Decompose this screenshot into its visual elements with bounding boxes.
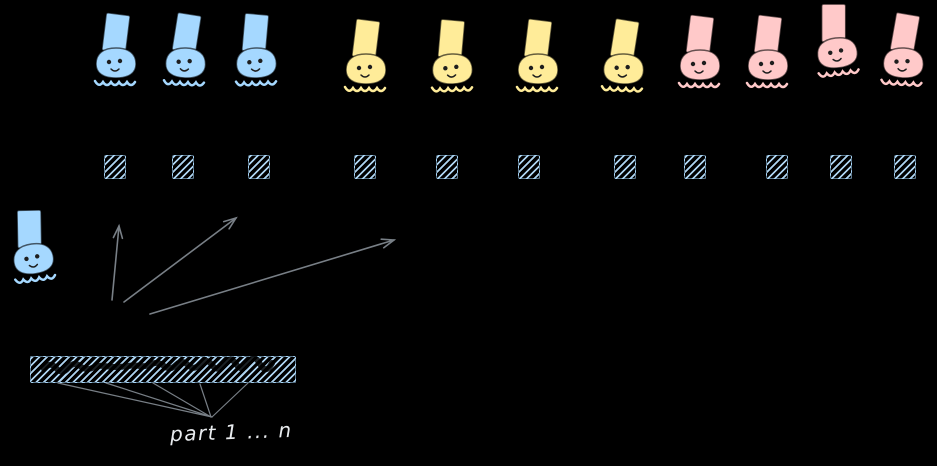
worker-icon [340, 17, 392, 98]
worker-icon [229, 10, 284, 93]
worker-icon [674, 13, 726, 94]
worker-icon [805, 0, 866, 85]
worker-icon [425, 16, 480, 99]
data-chunk-square [354, 155, 376, 179]
worker-icon [742, 13, 794, 94]
worker-group-blue [90, 10, 284, 93]
data-chunk-square [104, 155, 126, 179]
distribution-arrows [111, 216, 397, 315]
worker-group-pink [674, 0, 932, 94]
source-worker-icon [1, 205, 64, 291]
data-chunk-square [894, 155, 916, 179]
data-chunk-square [248, 155, 270, 179]
data-chunk-square [830, 155, 852, 179]
data-chunk-square [436, 155, 458, 179]
data-chunk-square [766, 155, 788, 179]
worker-icon [876, 10, 932, 94]
data-chunk-square [518, 155, 540, 179]
data-bar [30, 356, 296, 383]
worker-icon [597, 16, 652, 99]
data-chunk-square [614, 155, 636, 179]
data-chunk-square [172, 155, 194, 179]
worker-icon [512, 17, 564, 98]
chunk-group-blue [104, 155, 270, 179]
worker-group-yellow [340, 16, 652, 99]
partition-label: part 1 ... n [169, 417, 293, 447]
partition-fan-lines [57, 382, 249, 418]
data-chunk-square [684, 155, 706, 179]
worker-icon [159, 10, 214, 93]
chunk-group-pink [684, 155, 916, 179]
worker-icon [90, 11, 142, 92]
chunk-group-yellow [354, 155, 636, 179]
